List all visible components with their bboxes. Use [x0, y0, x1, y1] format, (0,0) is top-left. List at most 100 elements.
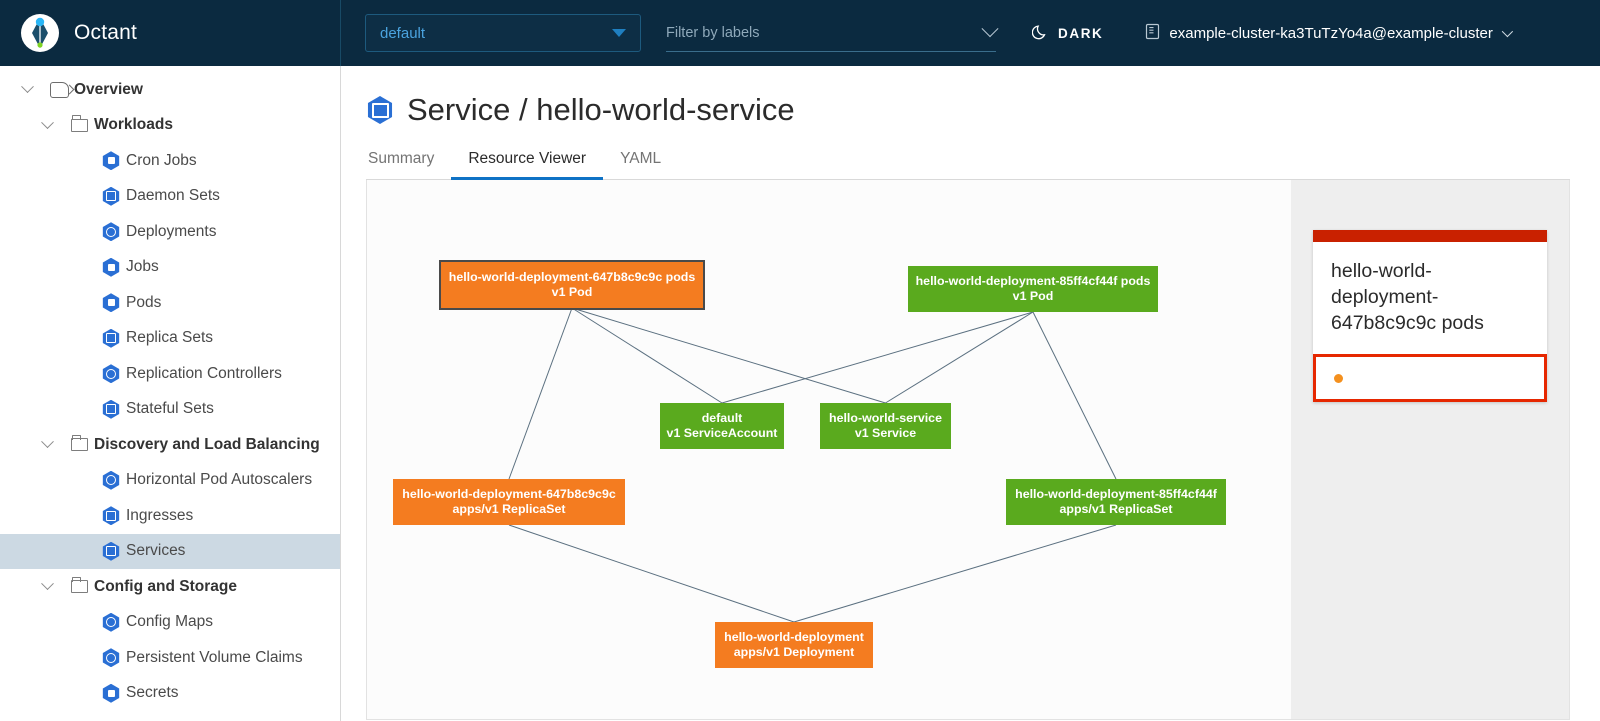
sidebar-item-pods[interactable]: Pods [0, 285, 340, 321]
k8s-statefulset-icon [96, 399, 126, 419]
caret-down-icon [612, 29, 626, 37]
sidebar-item-config-maps[interactable]: Config Maps [0, 605, 340, 641]
chevron-down-icon[interactable] [30, 435, 64, 449]
graph-node-title: hello-world-deployment [724, 630, 864, 644]
graph-node-subtitle: apps/v1 Deployment [733, 645, 855, 659]
sidebar-item-label: Services [126, 542, 186, 560]
sidebar-item-label: Jobs [126, 258, 159, 276]
app-header: Octant default Filter by labels DARK exa… [0, 0, 1600, 66]
graph-edge [1032, 311, 1117, 480]
tab-bar: Summary Resource Viewer YAML [366, 144, 1570, 180]
sidebar-item-label: Secrets [126, 684, 179, 702]
sidebar-item-label: Config Maps [126, 613, 214, 631]
folder-icon [64, 434, 94, 452]
sidebar-item-jobs[interactable]: Jobs [0, 250, 340, 286]
folder-icon [64, 115, 94, 132]
sidebar-item-replication-controllers[interactable]: Replication Controllers [0, 356, 340, 392]
k8s-hpa-icon [96, 470, 126, 490]
graph-edge [721, 311, 1034, 404]
k8s-configmap-icon [96, 612, 126, 632]
k8s-daemonset-icon [96, 186, 126, 206]
sidebar-item-label: Config and Storage [94, 577, 237, 595]
graph-edge [571, 307, 723, 404]
sidebar-item-secrets[interactable]: Secrets [0, 676, 340, 712]
brand[interactable]: Octant [0, 0, 341, 66]
sidebar-item-label: Horizontal Pod Autoscalers [126, 471, 313, 489]
detail-title: hello-world-deployment-647b8c9c9c pods [1331, 260, 1484, 334]
cluster-icon [1145, 23, 1160, 44]
graph-edge [571, 307, 886, 404]
sidebar-item-label: Workloads [94, 116, 173, 134]
k8s-secret-icon [96, 683, 126, 703]
graph-node-subtitle: apps/v1 ReplicaSet [1059, 502, 1173, 516]
namespace-select[interactable]: default [365, 14, 641, 52]
chevron-down-icon[interactable] [30, 577, 64, 591]
k8s-replicaset-icon [96, 328, 126, 348]
k8s-job-icon [96, 257, 126, 277]
theme-toggle[interactable]: DARK [1031, 23, 1104, 43]
sidebar-item-cron-jobs[interactable]: Cron Jobs [0, 143, 340, 179]
chevron-down-icon [981, 19, 999, 37]
sidebar-item-label: Overview [74, 80, 143, 98]
graph-node-title: default [701, 411, 743, 425]
sidebar-item-label: Deployments [126, 222, 217, 240]
sidebar-item-horizontal-pod-autoscalers[interactable]: Horizontal Pod Autoscalers [0, 463, 340, 499]
graph-edge [508, 307, 573, 480]
graph-node-title: hello-world-deployment-85ff4cf44f pods [915, 274, 1151, 288]
graph-node-title: hello-world-deployment-647b8c9c9c pods [448, 270, 696, 284]
sidebar-item-label: Ingresses [126, 506, 194, 524]
graph-edge [508, 524, 795, 623]
k8s-pvc-icon [96, 648, 126, 668]
sidebar-item-persistent-volume-claims[interactable]: Persistent Volume Claims [0, 640, 340, 676]
sidebar-item-label: Replica Sets [126, 329, 214, 347]
sidebar-item-ingresses[interactable]: Ingresses [0, 498, 340, 534]
k8s-service-icon [96, 541, 126, 561]
sidebar-item-label: Cron Jobs [126, 151, 197, 169]
sidebar-item-label: Persistent Volume Claims [126, 648, 303, 666]
chevron-down-icon[interactable] [30, 116, 64, 130]
octant-logo-icon [20, 13, 60, 53]
brand-name: Octant [74, 21, 138, 44]
sidebar-item-label: Daemon Sets [126, 187, 220, 205]
page-title: Service / hello-world-service [366, 92, 1570, 128]
resource-graph[interactable]: hello-world-deployment-647b8c9c9c pods v1… [367, 180, 1291, 719]
sidebar-item-label: Stateful Sets [126, 400, 214, 418]
sidebar-item-label: Pods [126, 293, 162, 311]
graph-edge [885, 311, 1034, 404]
sidebar-item-overview[interactable]: Overview [0, 72, 340, 108]
tab-yaml[interactable]: YAML [620, 150, 662, 167]
sidebar-item-stateful-sets[interactable]: Stateful Sets [0, 392, 340, 428]
sidebar-item-discovery-and-load-balancing[interactable]: Discovery and Load Balancing [0, 427, 340, 463]
tab-resource-viewer[interactable]: Resource Viewer [451, 144, 603, 180]
graph-node-subtitle: v1 Service [854, 426, 917, 440]
sidebar-item-daemon-sets[interactable]: Daemon Sets [0, 179, 340, 215]
graph-node-subtitle: apps/v1 ReplicaSet [452, 502, 566, 516]
label-filter-input[interactable]: Filter by labels [666, 14, 999, 52]
tab-summary[interactable]: Summary [368, 150, 435, 167]
theme-toggle-label: DARK [1058, 25, 1104, 41]
k8s-deployment-icon [96, 222, 126, 242]
graph-node-title: hello-world-service [829, 411, 942, 425]
sidebar-item-config-and-storage[interactable]: Config and Storage [0, 569, 340, 605]
graph-edges [508, 307, 1117, 623]
folder-icon [64, 576, 94, 594]
main-content: Service / hello-world-service Summary Res… [342, 66, 1600, 721]
sidebar-item-replica-sets[interactable]: Replica Sets [0, 321, 340, 357]
detail-card[interactable]: hello-world-deployment-647b8c9c9c pods [1313, 230, 1547, 402]
resource-viewer-card: hello-world-deployment-647b8c9c9c pods v1… [366, 180, 1570, 720]
k8s-ingress-icon [96, 506, 126, 526]
cluster-selector[interactable]: example-cluster-ka3TuTzYo4a@example-clus… [1145, 23, 1513, 44]
sidebar-item-label: Replication Controllers [126, 364, 282, 382]
label-filter-placeholder: Filter by labels [666, 24, 760, 41]
chevron-down-icon[interactable] [10, 80, 44, 94]
sidebar-item-deployments[interactable]: Deployments [0, 214, 340, 250]
sidebar-item-workloads[interactable]: Workloads [0, 108, 340, 144]
sidebar-item-services[interactable]: Services [0, 533, 340, 569]
